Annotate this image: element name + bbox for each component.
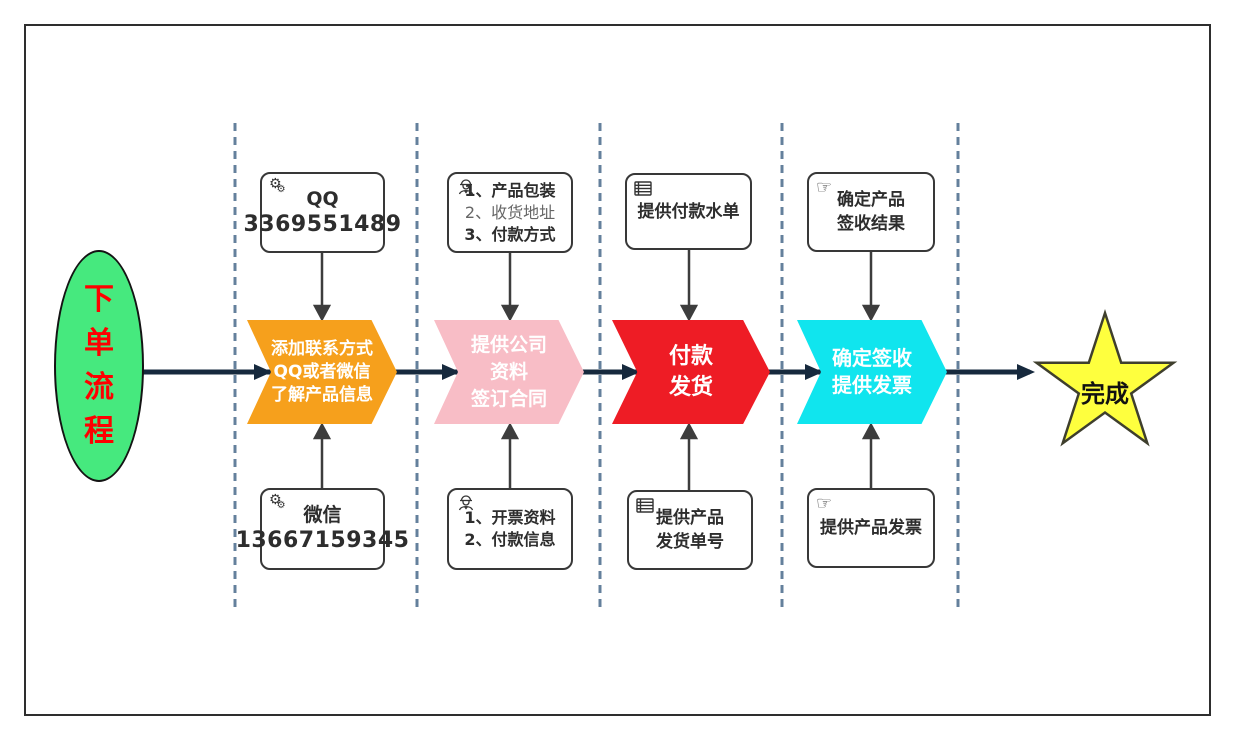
- chevron-line: 确定签收: [832, 346, 912, 370]
- box-line: 3、付款方式: [464, 224, 556, 244]
- product-invoice-box: ☞ 提供产品发票: [807, 488, 935, 568]
- start-node-ellipse: 下 单 流 程: [54, 250, 144, 482]
- start-node-char: 程: [84, 414, 114, 449]
- wechat-contact-box: ⚙⚙ 微信 13667159345: [236, 488, 409, 570]
- dashed-guides: [233, 123, 960, 612]
- box-line: 确定产品: [837, 190, 905, 210]
- start-node-char: 流: [84, 370, 114, 405]
- chevron-line: 添加联系方式: [271, 338, 373, 359]
- box-line: QQ: [306, 187, 339, 210]
- box-line: 1、产品包装: [464, 180, 556, 200]
- main-flow-arrowheads: [254, 364, 1035, 380]
- box-line: 提供产品: [656, 508, 724, 528]
- company-info-box: 1、产品包装 2、收货地址 3、付款方式: [447, 172, 573, 253]
- stage-chevron-contact: 添加联系方式 QQ或者微信 了解产品信息: [247, 320, 397, 424]
- start-node-char: 单: [84, 326, 114, 361]
- gears-icon: ⚙⚙: [269, 492, 286, 511]
- stage-chevron-receipt: 确定签收 提供发票: [797, 320, 947, 424]
- hand-icon: ☞: [816, 493, 833, 514]
- payment-slip-box: 提供付款水单: [625, 173, 752, 250]
- chevron-line: 发货: [668, 375, 713, 400]
- finish-star: [1032, 308, 1178, 447]
- box-connectors: [312, 250, 881, 490]
- stage-chevron-payment: 付款 发货: [612, 320, 770, 424]
- worker-icon: [456, 177, 476, 201]
- box-line: 提供产品发票: [820, 518, 922, 538]
- chevron-line: 资料: [489, 360, 528, 383]
- box-line: 2、付款信息: [464, 530, 556, 549]
- chevron-line: 提供公司: [470, 333, 547, 356]
- start-node-char: 下: [84, 282, 114, 317]
- chevron-line: QQ或者微信: [273, 361, 371, 382]
- chevron-line: 签订合同: [470, 387, 547, 410]
- box-line: 提供付款水单: [637, 201, 740, 222]
- box-line: 2、收货地址: [464, 202, 556, 222]
- gears-icon: ⚙⚙: [269, 176, 286, 195]
- chevron-line: 了解产品信息: [271, 384, 373, 405]
- chevron-line: 提供发票: [832, 373, 912, 397]
- box-line: 3369551489: [243, 211, 402, 237]
- chevron-line: 付款: [668, 344, 713, 369]
- box-line: 发货单号: [656, 532, 724, 552]
- box-line: 微信: [303, 504, 342, 526]
- hand-icon: ☞: [816, 177, 833, 198]
- stage-chevron-contract: 提供公司 资料 签订合同: [434, 320, 584, 424]
- finish-label: 完成: [1081, 380, 1129, 408]
- box-line: 签收结果: [837, 214, 905, 234]
- table-icon: [634, 181, 652, 200]
- shipping-number-box: 提供产品 发货单号: [627, 490, 753, 570]
- box-line: 13667159345: [235, 528, 410, 553]
- worker-icon: [456, 493, 476, 517]
- box-line: 1、开票资料: [464, 508, 556, 527]
- qq-contact-box: ⚙⚙ QQ 3369551489: [243, 172, 401, 253]
- table-icon: [636, 498, 654, 517]
- receipt-result-box: ☞ 确定产品 签收结果: [807, 172, 935, 252]
- invoice-info-box: 1、开票资料 2、付款信息: [447, 488, 573, 570]
